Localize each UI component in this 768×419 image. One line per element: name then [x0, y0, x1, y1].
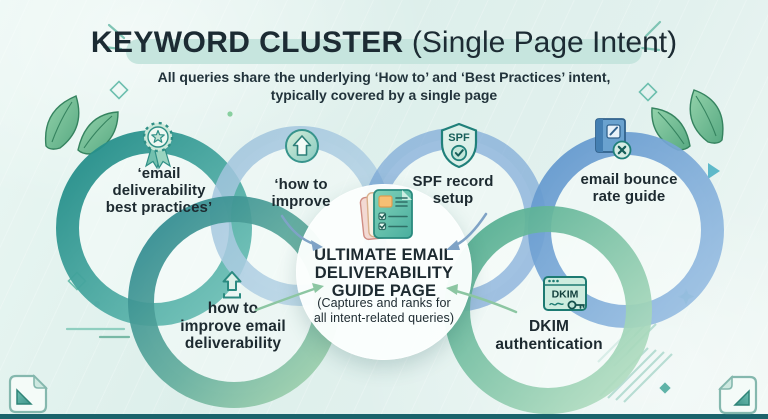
- center-hub-title: ULTIMATE EMAIL DELIVERABILITY GUIDE PAGE: [314, 246, 454, 301]
- triangle-decoration-icon: [708, 163, 720, 179]
- title-highlight: [126, 39, 642, 64]
- leaves-right-icon: [651, 89, 724, 151]
- page-corner-right-icon: [714, 369, 764, 419]
- arrow-from-dkim: [454, 289, 518, 314]
- spf-icon-label: SPF: [448, 132, 470, 144]
- bottom-accent-bar: [0, 414, 768, 419]
- cluster-label-email-best-practices: ‘email deliverability best practices’: [105, 165, 213, 216]
- book-error-icon: [586, 116, 632, 167]
- arrow-up-bracket-icon: [218, 270, 246, 305]
- cluster-label-spf-record-setup: SPF record setup: [412, 173, 494, 207]
- page-subtitle: All queries share the underlying ‘How to…: [157, 69, 611, 103]
- document-stack-icon: [356, 186, 416, 249]
- cluster-label-how-to-improve: ‘how to improve: [271, 176, 331, 210]
- leaves-left-icon: [44, 95, 119, 155]
- arrow-up-circle-icon: [284, 128, 320, 169]
- cluster-label-dkim-authentication: DKIM authentication: [495, 318, 603, 353]
- cluster-label-improve-deliverability: how to improve email deliverability: [180, 300, 286, 352]
- dkim-window-icon: DKIM: [542, 274, 588, 321]
- dot-decoration: [227, 111, 233, 117]
- cluster-label-email-bounce-rate: email bounce rate guide: [580, 171, 678, 205]
- title-suffix: (Single Page Intent): [403, 26, 678, 59]
- page-title: KEYWORD CLUSTER (Single Page Intent): [0, 0, 768, 60]
- dkim-icon-label: DKIM: [552, 289, 579, 301]
- header: KEYWORD CLUSTER (Single Page Intent) All…: [0, 0, 768, 104]
- arrow-from-improve-deliverability: [254, 287, 316, 312]
- award-badge-icon: [136, 120, 180, 175]
- sparkle-lines-right-icon: [640, 20, 662, 52]
- arrow-from-spf: [454, 212, 488, 247]
- spf-shield-icon: SPF: [438, 122, 480, 175]
- sparkle-lines-left-icon: [102, 23, 126, 51]
- arrow-from-how-to-improve: [280, 214, 316, 246]
- center-hub-note: (Captures and ranks for all intent-relat…: [313, 296, 455, 325]
- title-main: KEYWORD CLUSTER: [90, 26, 404, 59]
- line-decorations: [65, 327, 131, 339]
- page-corner-left-icon: [2, 368, 52, 419]
